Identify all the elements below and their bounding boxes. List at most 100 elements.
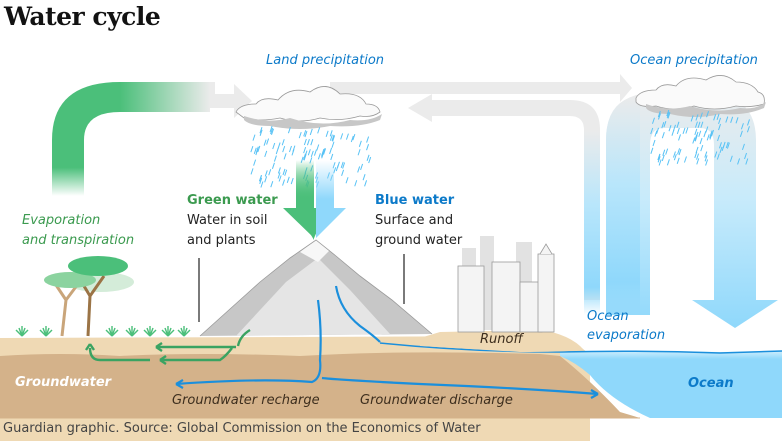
green-water-desc-line2: and plants: [187, 233, 256, 248]
rain-drop: [269, 125, 273, 133]
rain-drop: [329, 147, 333, 155]
blue-water-arrow: [316, 160, 346, 238]
ocean-cloud-icon: [635, 75, 766, 117]
rain-drop: [696, 153, 700, 160]
grass-blade: [45, 329, 53, 337]
rain-drop: [330, 153, 334, 161]
rain-drop: [661, 132, 665, 139]
blue-water-title: Blue water: [375, 193, 455, 208]
rain-drop: [304, 130, 308, 138]
rain-drop: [307, 149, 311, 156]
mountain-icon: [199, 239, 433, 337]
runoff-label: Runoff: [480, 332, 523, 347]
rain-drop: [650, 147, 654, 154]
rain-drop: [284, 169, 288, 176]
rain-drop: [662, 149, 666, 156]
rain-drop: [303, 138, 307, 146]
rain-drop: [271, 162, 275, 169]
rain-drop: [663, 121, 667, 128]
green-water-flow-arrows: [85, 328, 251, 365]
ocean-evaporation-label-line2: evaporation: [587, 328, 666, 343]
trees-icon: [44, 256, 134, 337]
rain-drop: [722, 141, 726, 149]
rain-drop: [368, 156, 372, 164]
rain-drop: [354, 180, 358, 187]
runoff-land: [420, 330, 584, 352]
rain-drop: [266, 138, 270, 145]
ocean-arch-arrow: [606, 92, 778, 328]
rain-drop: [290, 177, 294, 185]
rain-drop: [666, 111, 670, 119]
rain-drop: [331, 134, 335, 142]
rain-drop: [666, 159, 670, 166]
rain-drop: [268, 169, 272, 176]
rain-drop: [740, 123, 744, 130]
river-flows: [175, 285, 599, 399]
rain-drop: [366, 136, 370, 143]
rain-drop: [735, 117, 739, 124]
rain-drop: [253, 147, 257, 154]
rain-drop: [695, 146, 699, 154]
green-water-title: Green water: [187, 193, 278, 208]
rain-drop: [706, 111, 710, 118]
rain-drop: [310, 139, 314, 146]
grass-icon: [15, 326, 191, 337]
grass-blade: [149, 329, 157, 337]
source-credit: Guardian graphic. Source: Global Commiss…: [3, 421, 481, 436]
rain-drop: [699, 112, 703, 119]
rain-drop: [700, 121, 704, 128]
groundwater-discharge-label: Groundwater discharge: [360, 393, 513, 408]
rain-drop: [703, 130, 707, 138]
rain-drop: [745, 158, 749, 165]
rain-drop: [333, 167, 337, 174]
blue-water-desc-line2: ground water: [375, 233, 463, 248]
rain-drop: [678, 148, 682, 156]
rain-drop: [672, 151, 676, 158]
rain-drop: [676, 127, 680, 135]
rain-drop: [678, 134, 681, 141]
rain-drop: [364, 180, 368, 187]
rain-drop: [725, 141, 729, 149]
rain-drop: [250, 145, 254, 153]
rain-drop: [259, 177, 263, 185]
rain-drop: [287, 127, 291, 134]
rain-drop: [257, 145, 261, 153]
rain-drop: [282, 145, 286, 153]
rain-drop: [320, 150, 324, 157]
rain-drop: [317, 153, 321, 160]
rain-drop: [325, 130, 329, 137]
ground: [0, 336, 640, 441]
rain-drop: [668, 125, 672, 132]
rain-drop: [298, 131, 302, 139]
rain-drop: [666, 109, 670, 117]
rain-drop: [273, 155, 277, 162]
rain-drop: [336, 161, 340, 168]
rain-drop: [682, 127, 686, 135]
rain-drop: [272, 142, 276, 150]
ocean-precipitation-label: Ocean precipitation: [630, 53, 758, 68]
rain-drop: [683, 156, 687, 163]
rain-drop: [677, 148, 681, 155]
rain-drop: [270, 181, 274, 188]
rain-drop: [282, 179, 286, 186]
land-cloud-icon: [235, 86, 382, 129]
rain-drop: [264, 150, 268, 158]
rain-drop: [362, 174, 366, 181]
rain-drop: [357, 166, 361, 173]
rain-drop: [253, 159, 257, 166]
rain-drop: [676, 121, 680, 128]
rain-drop: [360, 163, 364, 171]
rain-drop: [281, 139, 285, 146]
rain-drop: [695, 114, 699, 121]
rain-drop: [278, 175, 282, 182]
rain-drop: [263, 139, 267, 146]
green-water-desc-line1: Water in soil: [187, 213, 268, 228]
rain-drop: [317, 127, 321, 134]
rain-drop: [277, 167, 281, 174]
rain-drop: [718, 117, 722, 125]
evaporation-label-line1: Evaporation: [22, 213, 101, 228]
rain-drop: [725, 116, 729, 123]
rain-drop: [746, 126, 750, 133]
rain-drop: [709, 131, 713, 139]
